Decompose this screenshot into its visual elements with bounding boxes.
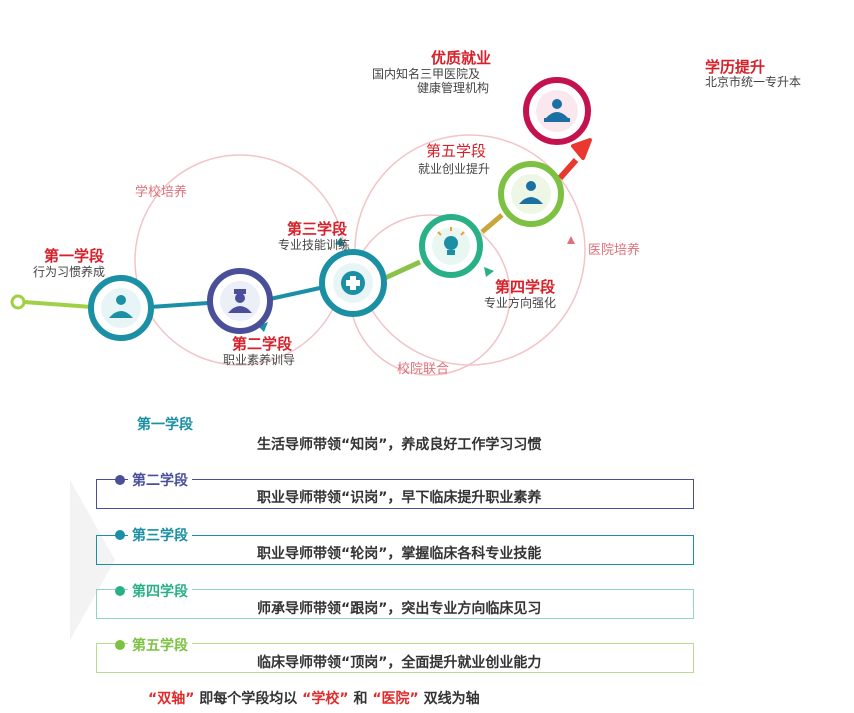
row1-title: 第一学段: [137, 417, 193, 433]
stage4-title: 第四学段: [495, 278, 556, 296]
pathway-diagram: [10, 77, 592, 376]
stage5-subtitle: 就业创业提升: [418, 162, 491, 176]
progress-line: [23, 300, 93, 309]
joint-ring-label: 校院联合: [397, 362, 450, 377]
row4-box: [96, 589, 694, 619]
upgrade-title: 学历提升: [705, 58, 766, 76]
top-line2: 健康管理机构: [417, 81, 490, 95]
dual-axis-term: “双轴”: [148, 691, 195, 707]
school-ring-label: 学校培养: [135, 185, 188, 200]
ring-arrow: [258, 322, 268, 332]
school-term: “学校”: [302, 691, 349, 707]
row5-text: 临床导师带领“顶岗”，全面提升就业创业能力: [257, 655, 542, 671]
stage1-subtitle: 行为习惯养成: [33, 265, 106, 279]
hospital-ring-label: 医院培养: [588, 243, 641, 258]
stage3-node: [319, 249, 387, 317]
row2-box: [96, 479, 694, 509]
progress-line: [557, 158, 579, 180]
stage1-title: 第一学段: [44, 247, 105, 265]
row5-title: 第五学段: [128, 635, 192, 655]
lightbulb-icon: [437, 227, 465, 255]
row4-bullet: [115, 586, 125, 596]
stage3-title: 第三学段: [287, 220, 348, 238]
progress-line: [149, 301, 209, 309]
row3-box: [96, 535, 694, 565]
row2-bullet: [115, 475, 125, 485]
top-line1: 国内知名三甲医院及: [372, 67, 481, 81]
top-node: [523, 77, 591, 145]
stage5-title: 第五学段: [426, 142, 487, 160]
stage1-node: [88, 275, 154, 341]
upward-arrow-head: [571, 138, 592, 160]
upgrade-subtitle: 北京市统一专升本: [705, 75, 802, 89]
progress-line: [383, 259, 422, 281]
hospital-term: “医院”: [372, 691, 419, 707]
staff-desk-icon: [544, 99, 570, 122]
stage4-node: [419, 214, 483, 278]
top-title: 优质就业: [431, 49, 492, 67]
row3-bullet: [115, 530, 125, 540]
stage5-node: [498, 161, 564, 227]
progress-line: [269, 286, 321, 301]
row3-title: 第三学段: [128, 525, 192, 545]
statement-text: 即每个学段均以: [199, 691, 298, 707]
doctor-icon: [109, 295, 133, 318]
row5-bullet: [115, 640, 125, 650]
row5-box: [96, 643, 694, 673]
statement-end: 双线为轴: [423, 691, 480, 707]
nurse-icon: [228, 289, 252, 313]
stage2-title: 第二学段: [232, 335, 293, 353]
ring-arrow: [484, 267, 494, 277]
ring-arrow: [567, 236, 575, 244]
line-start-dot: [10, 294, 26, 310]
stage2-node: [207, 268, 273, 334]
medical-cross-icon: [341, 271, 365, 295]
stage2-subtitle: 职业素养训导: [223, 353, 296, 367]
doctor-icon: [519, 181, 543, 204]
row4-title: 第四学段: [128, 581, 192, 601]
watermark-triangle: [70, 480, 115, 640]
row1-text: 生活导师带领“知岗”，养成良好工作学习习惯: [257, 437, 542, 453]
row3-text: 职业导师带领“轮岗”，掌握临床各科专业技能: [257, 546, 542, 562]
row2-title: 第二学段: [128, 470, 192, 490]
dual-axis-statement: “双轴” 即每个学段均以 “学校” 和 “医院” 双线为轴: [148, 688, 480, 708]
row2-text: 职业导师带领“识岗”，早下临床提升职业素养: [257, 490, 542, 506]
row4-text: 师承导师带领“跟岗”，突出专业方向临床见习: [257, 601, 542, 617]
stage4-subtitle: 专业方向强化: [484, 296, 557, 310]
stage3-subtitle: 专业技能训练: [278, 238, 351, 252]
statement-and: 和: [353, 691, 368, 707]
progress-line: [480, 213, 504, 234]
ring-arrow: [335, 237, 345, 247]
